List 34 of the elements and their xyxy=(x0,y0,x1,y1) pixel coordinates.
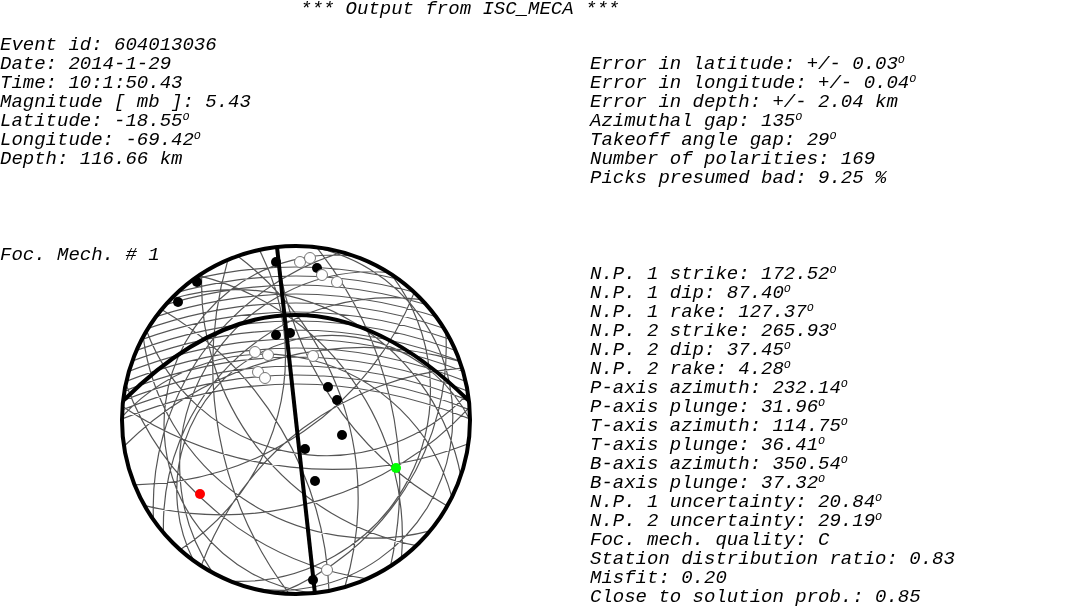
info-text: Latitude: -18.55$^{o}$ xyxy=(0,112,190,131)
info-text: Time: 10:1:50.43 xyxy=(0,74,183,93)
info-text: Picks presumed bad: 9.25 % xyxy=(590,169,887,188)
info-text: Takeoff angle gap: 29$^{o}$ xyxy=(590,131,837,150)
info-text: N.P. 2 rake: 4.28$^{o}$ xyxy=(590,360,792,379)
info-text: Station distribution ratio: 0.83 xyxy=(590,550,955,569)
info-text: N.P. 1 strike: 172.52$^{o}$ xyxy=(590,265,837,284)
info-text: Error in longitude: +/- 0.04$^{o}$ xyxy=(590,74,917,93)
info-text: T-axis azimuth: 114.75$^{o}$ xyxy=(590,417,849,436)
info-text: Date: 2014-1-29 xyxy=(0,55,172,74)
info-text: Error in depth: +/- 2.04 km xyxy=(590,93,898,112)
info-text: N.P. 1 rake: 127.37$^{o}$ xyxy=(590,303,814,322)
info-text: Magnitude [ mb ]: 5.43 xyxy=(0,93,251,112)
info-text: N.P. 2 uncertainty: 29.19$^{o}$ xyxy=(590,512,883,531)
info-text: Event id: 604013036 xyxy=(0,36,217,55)
info-text: Error in latitude: +/- 0.03$^{o}$ xyxy=(590,55,906,74)
info-text: Azimuthal gap: 135$^{o}$ xyxy=(590,112,803,131)
info-text: Longitude: -69.42$^{o}$ xyxy=(0,131,202,150)
info-text: P-axis azimuth: 232.14$^{o}$ xyxy=(590,379,849,398)
info-text: N.P. 2 strike: 265.93$^{o}$ xyxy=(590,322,837,341)
info-text: N.P. 2 dip: 37.45$^{o}$ xyxy=(590,341,792,360)
info-text: B-axis azimuth: 350.54$^{o}$ xyxy=(590,455,849,474)
info-text: Depth: 116.66 km xyxy=(0,150,183,169)
info-text: Misfit: 0.20 xyxy=(590,569,727,588)
title: *** Output from ISC_MECA *** xyxy=(300,0,620,19)
info-text: Foc. Mech. # 1 xyxy=(0,246,160,265)
info-text: N.P. 1 dip: 87.40$^{o}$ xyxy=(590,284,792,303)
info-text: B-axis plunge: 37.32$^{o}$ xyxy=(590,474,826,493)
info-text: T-axis plunge: 36.41$^{o}$ xyxy=(590,436,826,455)
info-text: Number of polarities: 169 xyxy=(590,150,876,169)
info-text: N.P. 1 uncertainty: 20.84$^{o}$ xyxy=(590,493,883,512)
info-text: P-axis plunge: 31.96$^{o}$ xyxy=(590,398,826,417)
info-text: Close to solution prob.: 0.85 xyxy=(590,588,921,607)
info-text: Foc. mech. quality: C xyxy=(590,531,830,550)
